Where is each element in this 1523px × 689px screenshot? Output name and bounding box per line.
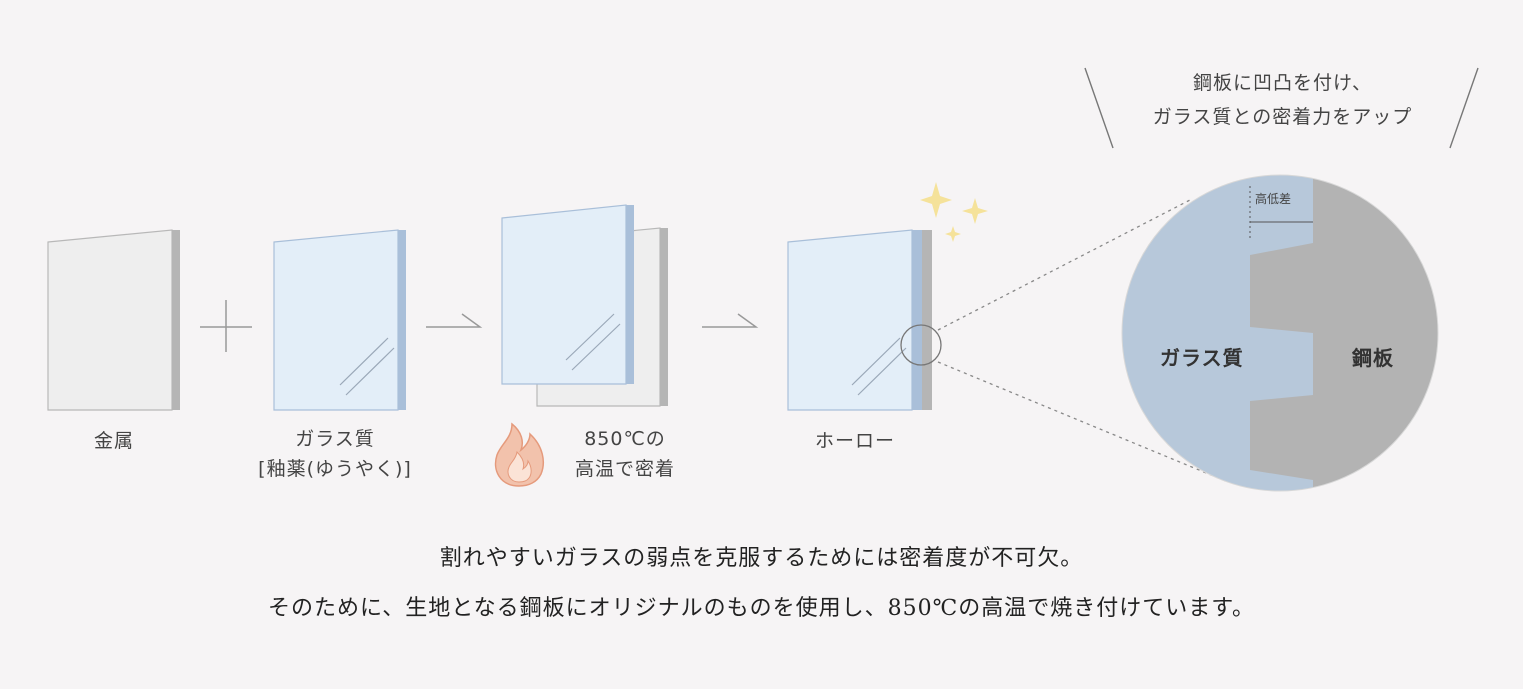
callout-text: 鋼板に凹凸を付け、 ガラス質との密着力をアップ <box>1110 66 1455 134</box>
heating-plates <box>501 204 668 407</box>
metal-plate <box>47 229 180 411</box>
height-difference-label: 高低差 <box>1255 192 1292 206</box>
callout-line2: ガラス質との密着力をアップ <box>1152 106 1413 128</box>
closeup-glass-label: ガラス質 <box>1160 346 1244 370</box>
step-label-heat-line1: 850℃の <box>584 428 666 450</box>
step-label-glass: ガラス質 [釉薬(ゆうやく)] <box>230 424 440 484</box>
step-label-metal: 金属 <box>93 430 134 452</box>
glass-plate <box>273 229 406 411</box>
step-label-glass-line2: [釉薬(ゆうやく)] <box>258 458 412 480</box>
enamel-plate <box>787 229 932 411</box>
step-label-heat-line2: 高温で密着 <box>574 458 675 480</box>
caption-line1: 割れやすいガラスの弱点を克服するためには密着度が不可欠。 <box>439 546 1084 571</box>
closeup-steel-label: 鋼板 <box>1352 346 1394 370</box>
callout-bracket <box>1084 67 1479 149</box>
callout-line1: 鋼板に凹凸を付け、 <box>1192 72 1373 94</box>
step-label-enamel: ホーロー <box>814 430 895 452</box>
zoom-connector-lines <box>937 199 1229 483</box>
plus-icon <box>200 300 252 352</box>
arrow-icon <box>702 313 759 328</box>
flame-icon <box>494 422 544 487</box>
step-label-heat: 850℃の 高温で密着 <box>550 424 700 484</box>
closeup-circle <box>1122 175 1438 491</box>
caption-line2: そのために、生地となる鋼板にオリジナルのものを使用し、850℃の高温で焼き付けて… <box>267 596 1256 621</box>
step-label-glass-line1: ガラス質 <box>295 428 375 450</box>
sparkle-icon <box>920 182 988 242</box>
magnifier-circle-icon <box>900 324 942 366</box>
arrow-icon <box>426 313 483 328</box>
